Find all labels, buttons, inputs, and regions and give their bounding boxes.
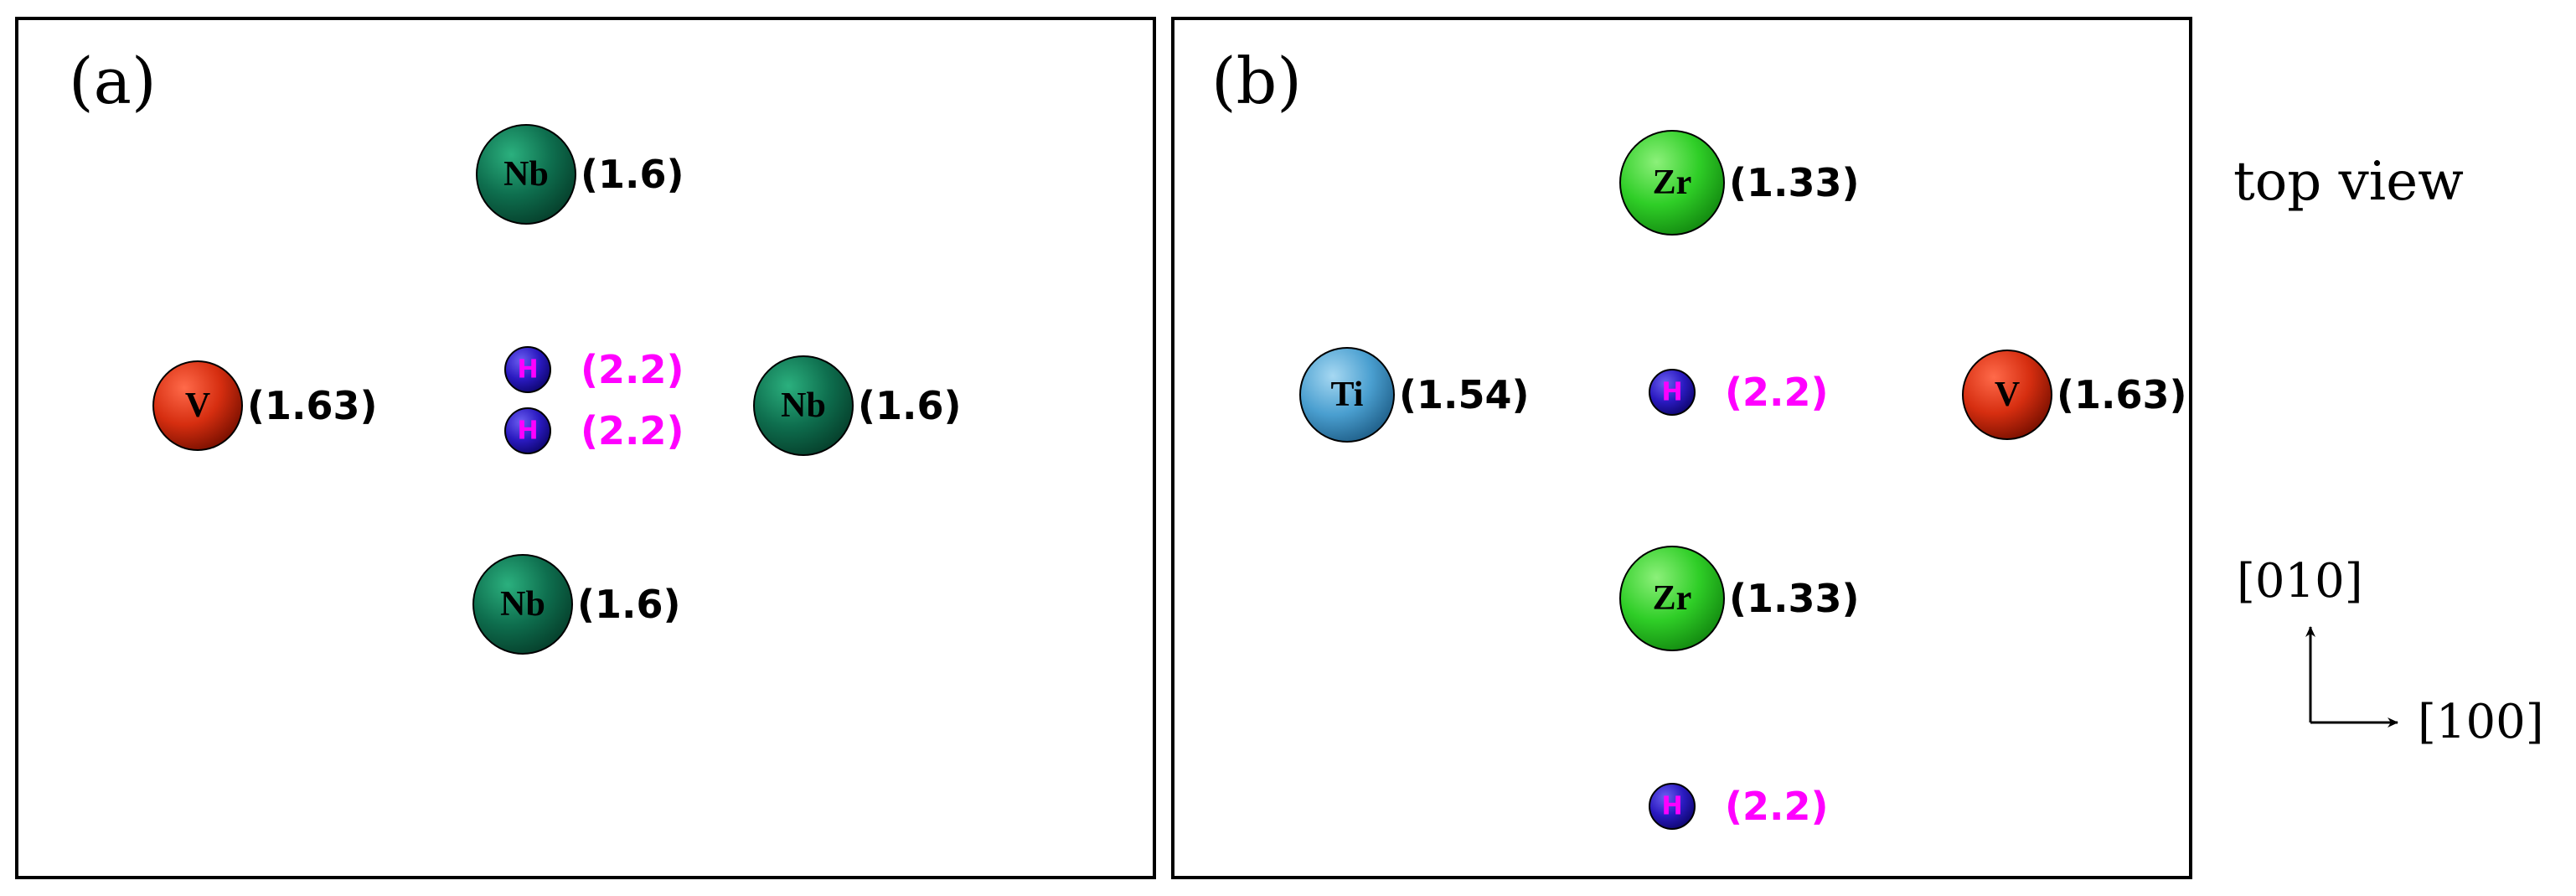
atom-symbol: H <box>1661 378 1682 407</box>
atom-symbol: H <box>1661 792 1682 821</box>
atom-value: (1.6) <box>577 582 681 627</box>
panel-a-label: (a) <box>69 44 157 118</box>
atom-sphere <box>1299 347 1395 443</box>
axis-y-label: [010] <box>2237 554 2363 609</box>
atom-symbol: H <box>517 355 538 385</box>
atom-symbol: V <box>1995 375 2020 414</box>
atom-zr: Zr (1.33) <box>1619 130 1860 236</box>
atom-nb: Nb (1.6) <box>472 554 681 655</box>
atom-symbol: H <box>517 417 538 446</box>
atom-value: (2.2) <box>581 347 684 392</box>
atom-symbol: Zr <box>1653 579 1692 618</box>
atom-value: (1.54) <box>1399 372 1530 417</box>
atom-value: (1.6) <box>858 383 962 428</box>
panel-b-atoms: Zr (1.33) Ti (1.54) H (2.2) V (1.63) Zr (1.33) H (2… <box>1299 130 2187 830</box>
atom-value: (1.63) <box>247 383 378 428</box>
atom-value: (1.33) <box>1729 160 1860 205</box>
atom-value: (1.33) <box>1729 576 1860 621</box>
panel-a-atoms: Nb (1.6) V (1.63) H (2.2) H (2.2) Nb (1.6) Nb (1.6) <box>152 124 962 655</box>
atom-symbol: V <box>185 386 210 425</box>
atom-sphere <box>504 346 551 393</box>
view-label: top view <box>2233 151 2464 213</box>
atom-zr: Zr (1.33) <box>1619 546 1860 651</box>
atom-value: (2.2) <box>581 408 684 453</box>
atom-symbol: Nb <box>503 155 549 194</box>
axis-x-label: [100] <box>2418 695 2544 749</box>
atom-sphere <box>1649 369 1696 416</box>
atom-symbol: Ti <box>1331 375 1364 414</box>
atom-sphere <box>1962 350 2052 440</box>
atom-symbol: Nb <box>500 585 545 624</box>
atom-nb: Nb (1.6) <box>476 124 684 225</box>
atom-v: V (1.63) <box>1962 350 2187 440</box>
panel-b-label: (b) <box>1211 44 1302 118</box>
atom-sphere <box>472 554 573 655</box>
atom-h: H (2.2) <box>1649 783 1829 830</box>
atom-sphere <box>1619 130 1725 236</box>
atom-sphere <box>476 124 576 225</box>
atom-h: H (2.2) <box>1649 369 1829 416</box>
atom-symbol: Nb <box>781 386 826 425</box>
atom-sphere <box>1619 546 1725 651</box>
atom-ti: Ti (1.54) <box>1299 347 1530 443</box>
atom-value: (2.2) <box>1725 370 1829 415</box>
atom-sphere <box>504 407 551 454</box>
atom-symbol: Zr <box>1653 163 1692 202</box>
atom-value: (1.6) <box>581 152 684 197</box>
atom-value: (2.2) <box>1725 784 1829 829</box>
atom-h: H (2.2) <box>504 346 684 393</box>
panel-b: (b) Zr (1.33) Ti (1.54) H (2.2) V (1.63) Zr (1.33… <box>1171 17 2192 879</box>
atom-sphere <box>1649 783 1696 830</box>
axis-indicator: [010] [100] <box>2237 554 2544 749</box>
atom-v: V (1.63) <box>152 360 378 451</box>
atom-sphere <box>753 355 854 456</box>
atom-value: (1.63) <box>2057 372 2187 417</box>
atom-sphere <box>152 360 243 451</box>
atom-h: H (2.2) <box>504 407 684 454</box>
atom-nb: Nb (1.6) <box>753 355 962 456</box>
panel-a: (a) Nb (1.6) V (1.63) H (2.2) H (2.2) Nb (1.6) Nb (… <box>15 17 1156 879</box>
